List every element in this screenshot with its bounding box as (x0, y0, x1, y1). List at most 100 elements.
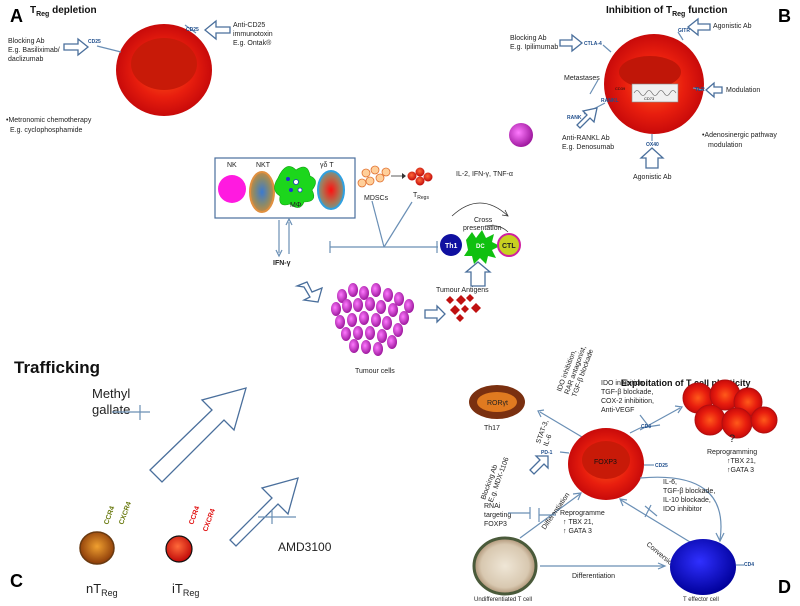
dc-cell (464, 230, 500, 264)
ctl-label: CTL (502, 243, 516, 250)
t-effector-label: T effector cell (683, 597, 719, 603)
treg-nucleus-b (619, 56, 681, 88)
panel-c-letter: C (10, 571, 23, 591)
cxcr4-left-label: CXCR4 (118, 501, 133, 526)
conversion-inhibit-stem (644, 505, 658, 517)
tumour-antigens (446, 294, 481, 322)
gitr-label: GITR (678, 28, 690, 34)
mphi-label: MΦ (290, 202, 302, 209)
blocking-arrow-b (559, 33, 584, 53)
cd4-top-stalk (629, 427, 641, 434)
foxp3-to-th17-arrow (539, 411, 583, 438)
immune-to-tumour-arrow (294, 281, 323, 303)
foxp3-nucleus (582, 441, 630, 479)
ido-rotated-text: IDO inhibition,RAR antagonist,TGF-β bloc… (556, 342, 595, 398)
tumour-antigens-label: Tumour Antigens (436, 287, 489, 294)
cytokines-label: IL-2, IFN-γ, TNF-α (456, 171, 513, 178)
rankl-label: RANKL (601, 98, 619, 104)
ido-inhibit-stem (639, 414, 651, 429)
il6-label: IL-6,TGF-β blockade,IL-10 blockade,IDO i… (663, 479, 715, 513)
blocking-arrow-a (63, 37, 90, 57)
mdscs-label: MDSCs (364, 195, 389, 202)
differentiation-up-head (572, 492, 582, 501)
th1-cell (440, 234, 462, 256)
conversion-arrow (620, 499, 691, 543)
macrophage-granule-4 (297, 187, 303, 193)
undifferentiated-label: Undifferentiated T cell (474, 597, 532, 603)
foxp3-to-cluster-head (674, 405, 684, 414)
itreg-label: iTReg (172, 581, 199, 598)
reprogramming-arrow (639, 476, 722, 541)
ifn-arrow-up-head (285, 217, 293, 226)
cxcr4-right-label: CXCR4 (202, 508, 217, 533)
foxp3-to-th17-head (537, 409, 545, 418)
panel-d-letter: D (778, 577, 791, 597)
differentiation-bottom-label: Differentiation (572, 573, 615, 580)
anti-rankl-arrow (576, 107, 598, 129)
pd1-blocking-label: Blocking AbE.g. MDX-1106 (480, 454, 510, 504)
nkt-cell (249, 171, 275, 213)
cd25-d-label: CD25 (655, 463, 668, 469)
reprogramming-label: Reprogramming↑TBX 21,↑GATA 3 (707, 449, 757, 474)
treg-cluster (407, 167, 433, 186)
tregs-label: TRegs (413, 192, 429, 201)
ctla4-stalk (602, 44, 612, 53)
foxp3-label: FOXP3 (594, 459, 617, 466)
agonistic-arrow-bottom (639, 147, 665, 169)
ifn-label: IFN-γ (273, 260, 291, 267)
ntreg-label: nTReg (86, 581, 118, 598)
membrane-wave (633, 90, 677, 96)
cd25-stalk-top (184, 24, 197, 34)
dc-label: DC (476, 244, 485, 250)
tumour-to-antigen-arrow (424, 304, 446, 324)
agonistic-bottom-label: Agonistic Ab (633, 174, 672, 181)
macrophage-granule-1 (286, 177, 290, 181)
itreg-trafficking-arrow (229, 477, 299, 547)
treg-nucleus-a (131, 38, 197, 90)
cross-arc (485, 225, 509, 233)
th1-label: Th1 (445, 243, 458, 250)
panel-a-letter: A (10, 6, 23, 26)
panel-c-title: Trafficking (14, 358, 100, 377)
gdt-label: γδ T (320, 162, 334, 169)
cytokine-arc-head (501, 209, 509, 217)
rorgt-label: RORγt (487, 400, 508, 407)
pd1-stalk (559, 451, 570, 454)
antigen-up-arrow (464, 261, 492, 287)
ccr4-left-label: CCR4 (103, 505, 116, 525)
macrophage-granule-3 (289, 188, 293, 192)
pd1-label: PD-1 (541, 450, 553, 456)
amd-label: AMD3100 (278, 540, 332, 554)
ctla4-label: CTLA-4 (584, 41, 602, 47)
agonistic-top-label: Agonistic Ab (713, 23, 752, 30)
ntreg-trafficking-arrow (149, 387, 247, 483)
stat-label: STAT-3,IL-6 (535, 419, 558, 447)
t-effector-cell (670, 539, 736, 595)
ccr4-right-label: CCR4 (188, 505, 201, 525)
ctl-cell (497, 233, 521, 257)
undifferentiated-t-cell (472, 536, 538, 596)
reprogramming-head (715, 532, 725, 543)
cd39-cd73-box (631, 83, 679, 103)
modulation-arrow (705, 81, 723, 99)
center-panel: NK NKT γδ T MΦ MDSCs TRegs (214, 157, 521, 375)
rank-cell (509, 123, 533, 147)
macrophage-cell (274, 166, 316, 208)
conversion-inhibit-bar (644, 504, 652, 518)
panel-d-title: Exploitation of T cell plasticity (621, 378, 751, 388)
cd39-label: CD39 (615, 86, 626, 91)
panel-a-title: TReg depletion (30, 5, 97, 18)
cd4-top-label: CD4 (641, 424, 651, 430)
cytokine-arc (451, 202, 509, 217)
ifn-arrow-down-head (275, 249, 283, 258)
